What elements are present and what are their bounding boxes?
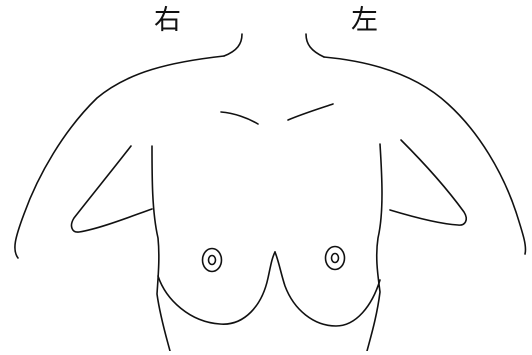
left-nipple-mark [326, 247, 345, 270]
right-side-label: 右 [154, 6, 181, 36]
left-side-label: 左 [351, 6, 378, 36]
neck-right-line [224, 34, 242, 56]
neck-left-line [306, 34, 324, 57]
right-nipple-mark [203, 249, 222, 272]
right-shoulder-arm-line [15, 56, 224, 258]
left-collarbone-line [288, 104, 333, 120]
left-torso-side-line [367, 144, 382, 351]
right-torso-side-line [152, 146, 170, 351]
left-inner-arm-line [390, 140, 466, 225]
right-collarbone-line [221, 112, 258, 124]
right-breast-contour [158, 252, 275, 324]
right-inner-arm-line [72, 146, 152, 232]
left-breast-contour [275, 252, 380, 326]
left-shoulder-arm-line [324, 57, 526, 254]
